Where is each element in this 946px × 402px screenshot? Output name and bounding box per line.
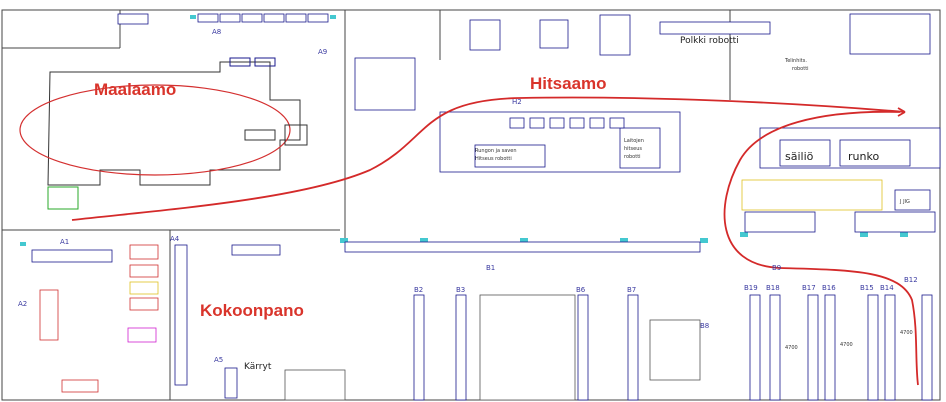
process-flow-arrows <box>71 96 919 386</box>
area-label-a4: A4 <box>170 235 180 243</box>
station-label-rungon-2: Hitseus robotti <box>475 156 512 162</box>
area-label-a9: A9 <box>318 48 327 56</box>
station-label-polkki: Polkki robotti <box>680 36 739 46</box>
weld-to-assembly-arrow <box>897 107 906 117</box>
area-label-b6: B6 <box>576 286 586 294</box>
dimension-4700-b: 4700 <box>840 342 853 348</box>
station-label-runko: runko <box>848 150 879 163</box>
area-label-b15: B15 <box>860 284 874 292</box>
area-label-b12: B12 <box>904 276 918 284</box>
area-label-b3: B3 <box>456 286 465 294</box>
area-label-b19: B19 <box>744 284 758 292</box>
station-label-karryt: Kärryt <box>244 362 272 372</box>
station-label-jig: J JIG <box>899 199 910 205</box>
paint-to-weld-arrow <box>71 96 906 221</box>
weld-return-arrow <box>723 110 919 386</box>
area-label-b18: B18 <box>766 284 780 292</box>
assembly-racks <box>174 244 933 401</box>
station-label-rungon-1: Rungon ja saven <box>475 148 517 154</box>
tank-frame-area <box>741 127 941 233</box>
station-label-laitojen-1: Laitojen <box>624 138 644 144</box>
area-label-b2: B2 <box>414 286 423 294</box>
area-label-a1: A1 <box>60 238 69 246</box>
station-label-telinhits-2: robotti <box>792 66 809 72</box>
station-label-laitojen-3: robotti <box>624 154 641 160</box>
area-label-b9: B9 <box>772 264 781 272</box>
area-label-b1: B1 <box>486 264 495 272</box>
paint-shop <box>19 57 308 210</box>
area-label-b17: B17 <box>802 284 816 292</box>
dimension-4700-a: 4700 <box>785 345 798 351</box>
station-label-laitojen-2: hitseus <box>624 146 642 152</box>
assembly-machines <box>31 244 346 401</box>
area-label-a5: A5 <box>214 356 223 364</box>
station-label-sailio: säiliö <box>785 150 814 163</box>
area-label-a2: A2 <box>18 300 27 308</box>
area-label-b7: B7 <box>627 286 636 294</box>
dimension-4700-c: 4700 <box>900 330 913 336</box>
area-label-a8: A8 <box>212 28 221 36</box>
area-label-b16: B16 <box>822 284 836 292</box>
area-label-b8: B8 <box>700 322 709 330</box>
conveyor-markers <box>20 15 908 246</box>
area-label-h2: H2 <box>512 98 522 106</box>
welding-equipment <box>344 57 701 253</box>
zone-label-kokoonpano: Kokoonpano <box>200 301 304 320</box>
area-label-b14: B14 <box>880 284 894 292</box>
station-label-telinhits-1: Telinhits. <box>784 58 807 64</box>
top-machines <box>117 13 931 56</box>
zone-label-maalaamo: Maalaamo <box>94 80 176 99</box>
zone-label-hitsaamo: Hitsaamo <box>530 74 607 93</box>
